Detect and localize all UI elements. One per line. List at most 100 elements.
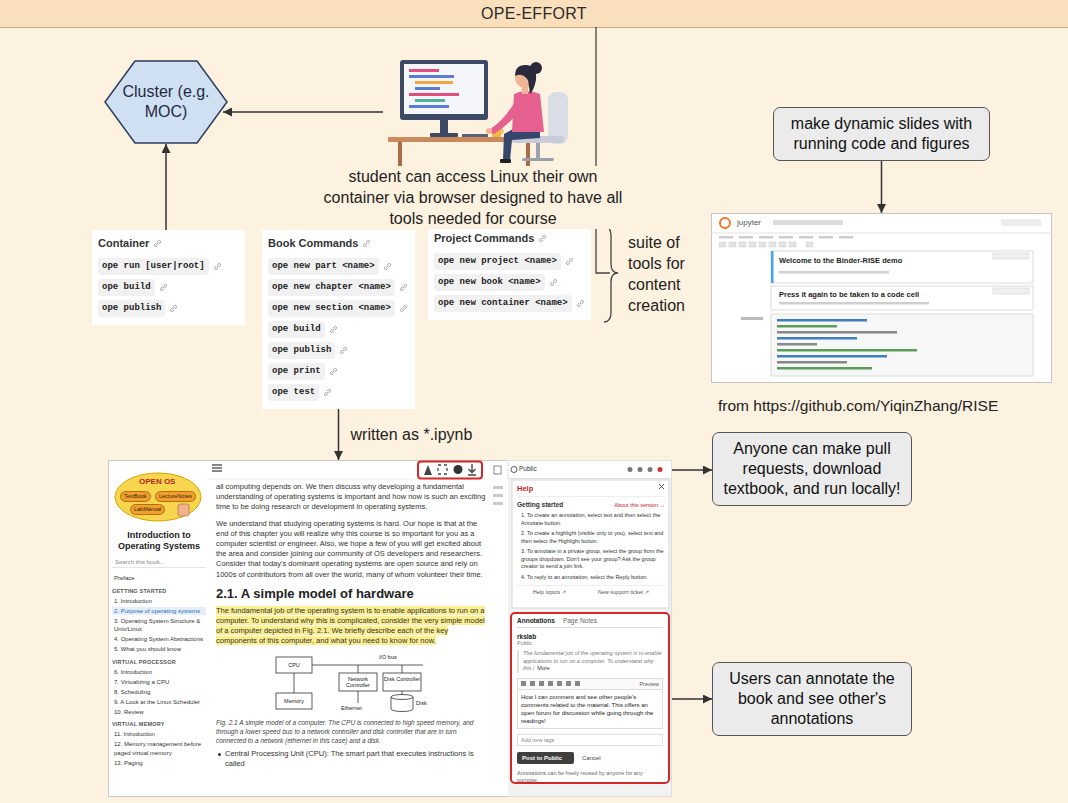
edge-label: written as *.ipynb xyxy=(349,424,475,445)
row: Preview xyxy=(517,678,663,689)
slide-frame xyxy=(712,214,1052,383)
student-illustration xyxy=(388,60,568,166)
logo-ellipse xyxy=(115,473,201,521)
command-panel: Book Commands ope new part <name> ope new … xyxy=(262,230,415,409)
hexagon-shape xyxy=(105,61,227,143)
link-shape xyxy=(384,263,390,269)
text: Public xyxy=(517,640,663,646)
student-illustration-part xyxy=(415,99,445,102)
slide-type-box xyxy=(993,288,1029,294)
student-illustration-part xyxy=(404,64,484,114)
connector-arrow xyxy=(338,409,340,460)
code-line xyxy=(777,349,917,352)
menu-item xyxy=(719,236,733,239)
link-icon xyxy=(339,346,348,355)
wire xyxy=(358,665,359,673)
toc-mark xyxy=(493,486,503,489)
help-card xyxy=(512,480,669,608)
toolbar-icon xyxy=(575,681,580,686)
text: 2. Purpose of operating systems xyxy=(112,607,206,616)
link-icon xyxy=(565,257,574,266)
annotation-label: student can access Linux their own conta… xyxy=(312,166,634,229)
text: Public xyxy=(519,465,537,472)
text: 13. Paging xyxy=(112,759,206,768)
student-illustration-part xyxy=(526,142,530,166)
row: Help topics ↗New support ticket ↗ xyxy=(517,585,665,595)
student-illustration-part xyxy=(462,134,488,137)
text: Help topics ↗ xyxy=(533,589,566,595)
student-illustration-part xyxy=(501,129,503,134)
link-shape xyxy=(330,326,336,332)
command-text: ope build xyxy=(268,321,325,338)
text: More xyxy=(537,665,550,671)
callout-box: make dynamic slides with running code an… xyxy=(773,107,990,161)
command-text: ope new book <name> xyxy=(434,274,545,291)
student-illustration-part xyxy=(430,133,458,137)
panel-heading: Project Commands xyxy=(434,232,534,244)
text-region: TextBook xyxy=(120,491,151,502)
component-box xyxy=(383,673,421,691)
command-row: ope new book <name> xyxy=(434,274,585,291)
link-shape xyxy=(155,240,161,246)
command-text: ope publish xyxy=(98,300,165,317)
close-icon xyxy=(659,484,664,489)
wire xyxy=(402,665,403,673)
text: OPEN OS xyxy=(139,477,175,486)
text-region: HelpGetting startedAbout this version →1… xyxy=(512,480,670,599)
text: Help xyxy=(517,484,665,493)
panel-heading: Container xyxy=(98,237,149,249)
launch-icon xyxy=(424,465,432,475)
fullscreen-icon xyxy=(438,465,447,474)
student-illustration-part xyxy=(536,143,540,159)
code-line xyxy=(777,319,867,322)
text: 6. Introduction xyxy=(112,668,206,677)
curly-brace xyxy=(604,226,618,322)
link-shape xyxy=(540,235,546,241)
command-text: ope new part <name> xyxy=(268,258,379,275)
link-shape xyxy=(577,300,583,306)
panel-heading: Book Commands xyxy=(268,237,358,249)
bullet-row: Central Processing Unit (CPU): The smart… xyxy=(216,749,486,769)
inline-block: The fundamental job of the operating sys… xyxy=(216,606,486,647)
figure-label: Ethernet xyxy=(341,705,362,712)
text: Preview xyxy=(639,681,659,687)
command-panel: Project Commandsope new project <name>op… xyxy=(428,225,591,320)
slide-type-box xyxy=(993,253,1029,259)
cluster-label: Cluster (e.g. MOC) xyxy=(118,82,214,122)
component-box xyxy=(339,673,377,691)
command-row: ope new section <name> xyxy=(268,300,409,317)
text: Welcome to the Binder-RISE demo xyxy=(779,256,902,265)
link-shape xyxy=(566,258,572,264)
panel-heading-row: Container xyxy=(98,237,239,249)
connector-arrow xyxy=(670,698,712,700)
text: Cancel xyxy=(582,755,601,761)
download-icon xyxy=(468,464,476,475)
menu-item xyxy=(779,236,793,239)
page-frame xyxy=(109,461,672,797)
text: 9. A Look at the Linux Scheduler xyxy=(112,698,206,707)
text-region: Public xyxy=(519,465,537,472)
text-region: Welcome to the Binder-RISE demo xyxy=(779,256,902,265)
link-icon xyxy=(549,278,558,287)
text: rkslab xyxy=(517,633,663,640)
menu-item xyxy=(759,236,773,239)
command-row: ope print xyxy=(268,363,409,380)
callout-text: Users can annotate the book and see othe… xyxy=(721,669,903,729)
link-icon xyxy=(538,234,547,243)
toolbar-icon xyxy=(548,681,553,686)
command-text: ope print xyxy=(268,363,325,380)
command-panel: Containerope run [user|root]ope buildope… xyxy=(92,230,245,325)
student-illustration-part xyxy=(522,158,554,161)
student-illustration-part xyxy=(409,93,459,96)
text: 3. To annotate in a private group, selec… xyxy=(521,548,665,571)
link-icon xyxy=(383,262,392,271)
text: Central Processing Unit (CPU): The smart… xyxy=(225,749,486,769)
menu-item xyxy=(819,236,833,239)
link-icon xyxy=(323,388,332,397)
illustration-arrow xyxy=(223,111,383,113)
text: 4. To reply to an annotation, select the… xyxy=(521,574,665,582)
command-row: ope build xyxy=(98,279,239,296)
icon-highlight xyxy=(418,462,482,479)
link-icon xyxy=(329,325,338,334)
text-region: all computing depends on. We then discus… xyxy=(216,482,486,769)
